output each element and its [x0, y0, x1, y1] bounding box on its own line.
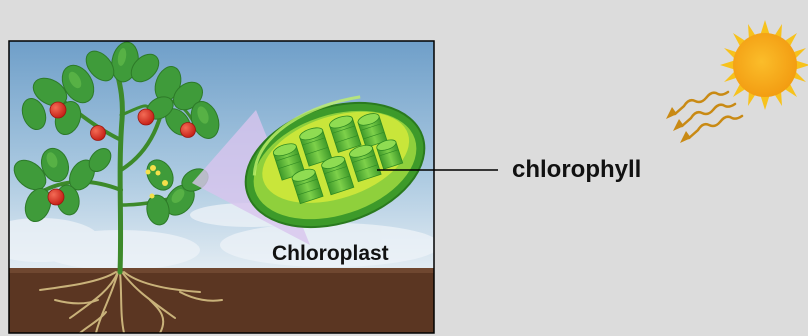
tomato: [138, 109, 154, 125]
tomato: [181, 123, 196, 138]
chlorophyll-label: chlorophyll: [512, 156, 641, 184]
tomato: [48, 189, 64, 205]
tomato: [50, 102, 66, 118]
tomato: [91, 126, 106, 141]
wavy-arrow-icon: [675, 92, 742, 138]
chloroplast-label: Chloroplast: [272, 242, 389, 266]
plant-illustration-panel: [0, 40, 440, 333]
sun-icon: [720, 20, 808, 110]
soil: [9, 270, 434, 333]
